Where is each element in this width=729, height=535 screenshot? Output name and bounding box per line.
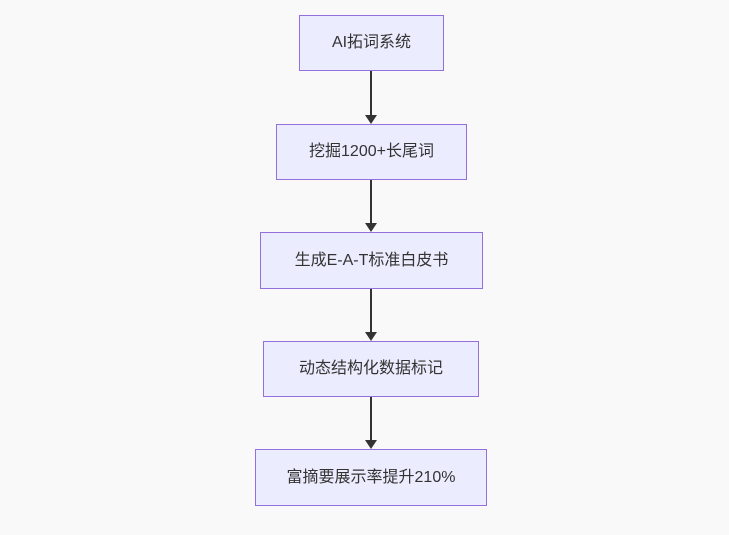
arrow-line	[370, 71, 372, 116]
flow-node-longtail-keyword-mining: 挖掘1200+长尾词	[276, 124, 467, 180]
flow-node-eat-whitepaper: 生成E-A-T标准白皮书	[260, 232, 483, 289]
flow-node-ai-expansion-system: AI拓词系统	[299, 15, 444, 71]
flow-arrow-2	[364, 180, 378, 232]
arrowhead-down-icon	[365, 332, 377, 341]
flow-node-rich-snippet-result: 富摘要展示率提升210%	[255, 449, 487, 506]
flow-arrow-1	[364, 71, 378, 124]
flow-arrow-3	[364, 289, 378, 341]
flow-node-structured-data-markup: 动态结构化数据标记	[263, 341, 479, 397]
arrowhead-down-icon	[365, 115, 377, 124]
arrowhead-down-icon	[365, 440, 377, 449]
arrow-line	[370, 397, 372, 441]
flow-arrow-4	[364, 397, 378, 449]
arrow-line	[370, 289, 372, 333]
arrow-line	[370, 180, 372, 224]
arrowhead-down-icon	[365, 223, 377, 232]
